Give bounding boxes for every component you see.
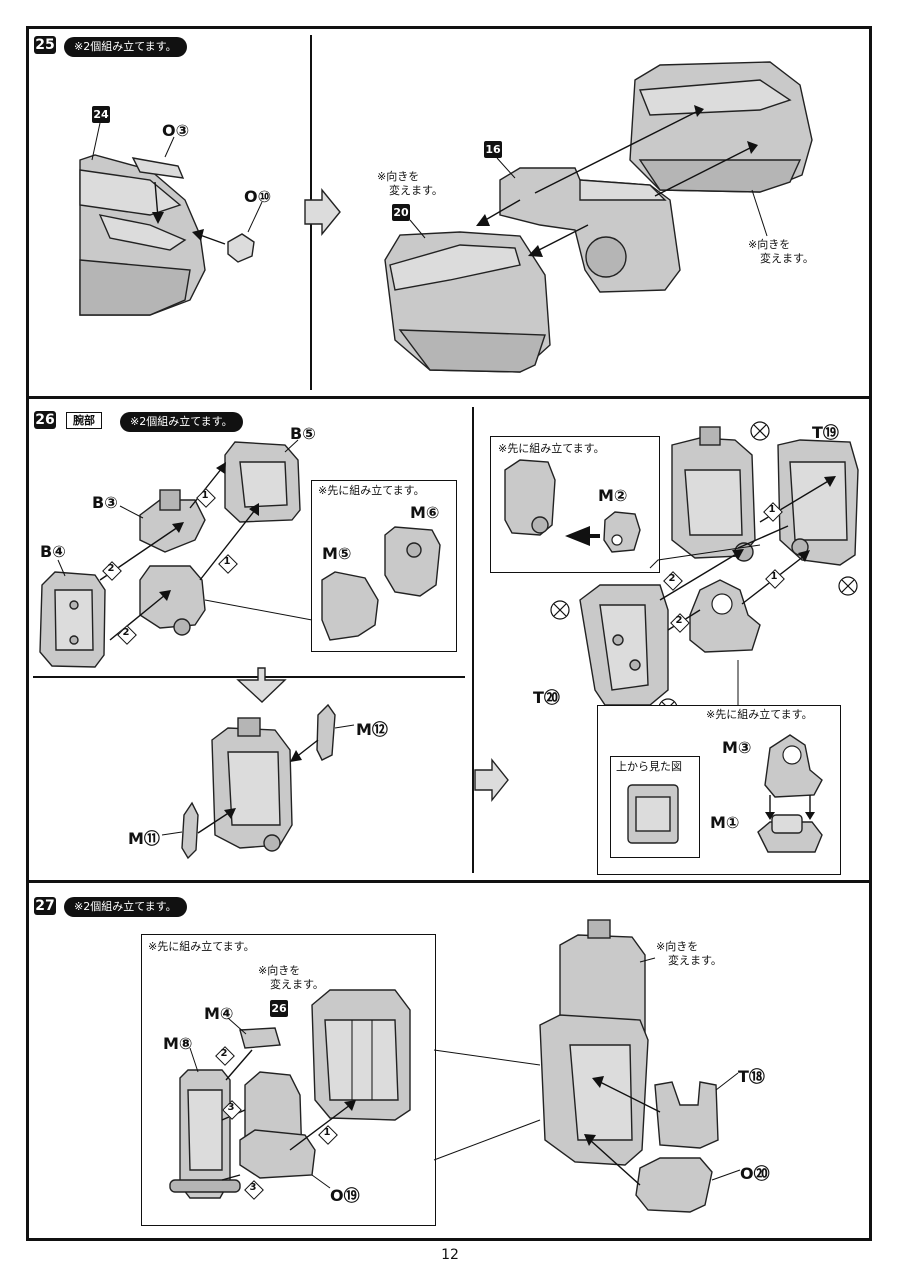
section-tag: 腕部 bbox=[66, 412, 102, 429]
part-label-o10: O⑩ bbox=[244, 187, 272, 206]
order-mark-number: 1 bbox=[201, 490, 209, 501]
order-mark-number: 2 bbox=[675, 615, 683, 626]
step27-illustration bbox=[169, 919, 741, 1213]
order-mark-number: 1 bbox=[770, 571, 778, 582]
part-label-m5: M⑤ bbox=[322, 544, 352, 563]
part-label-m8: M⑧ bbox=[163, 1034, 193, 1053]
order-mark-number: 2 bbox=[220, 1048, 228, 1059]
turn-note: ※向きを変えます。 bbox=[377, 170, 443, 197]
part-label-t19: T⑲ bbox=[812, 423, 839, 442]
turn-note: ※向きを変えます。 bbox=[258, 964, 324, 991]
part-label-t20: T⑳ bbox=[533, 688, 560, 707]
pre-assembly-note: ※先に組み立てます。 bbox=[148, 940, 255, 953]
page-frame bbox=[26, 26, 872, 1241]
part-ref-badge: 16 bbox=[484, 141, 502, 158]
part-ref-badge: 24 bbox=[92, 106, 110, 123]
part-label-b5: B⑤ bbox=[290, 424, 316, 443]
step-number: 26 bbox=[34, 411, 56, 429]
step-note: ※2個組み立てます。 bbox=[64, 37, 187, 57]
step25-left-illustration bbox=[79, 122, 341, 316]
part-label-b3: B③ bbox=[92, 493, 118, 512]
turn-note: ※向きを変えます。 bbox=[656, 940, 722, 967]
order-mark-number: 2 bbox=[668, 573, 676, 584]
part-label-o20: O⑳ bbox=[740, 1164, 770, 1183]
step-note: ※2個組み立てます。 bbox=[120, 412, 243, 432]
part-label-t18: T⑱ bbox=[738, 1067, 765, 1086]
divider-26-vertical bbox=[472, 407, 474, 873]
step25-right-illustration bbox=[384, 61, 813, 373]
order-mark-number: 1 bbox=[768, 504, 776, 515]
divider-26-27 bbox=[26, 880, 872, 883]
order-mark-number: 1 bbox=[323, 1127, 331, 1138]
page-number: 12 bbox=[441, 1247, 459, 1263]
step-note: ※2個組み立てます。 bbox=[64, 897, 187, 917]
order-mark-number: 1 bbox=[223, 556, 231, 567]
step-number: 27 bbox=[34, 897, 56, 915]
pre-assembly-note: ※先に組み立てます。 bbox=[706, 708, 813, 721]
part-label-o3: O③ bbox=[162, 121, 190, 140]
part-label-o19: O⑲ bbox=[330, 1186, 360, 1205]
part-ref-badge: 20 bbox=[392, 204, 410, 221]
turn-note: ※向きを変えます。 bbox=[748, 238, 814, 265]
pre-assembly-note: ※先に組み立てます。 bbox=[318, 484, 425, 497]
divider-26-left-horizontal bbox=[33, 676, 465, 678]
part-label-m6: M⑥ bbox=[410, 503, 440, 522]
part-label-m3: M③ bbox=[722, 738, 752, 757]
part-label-m1: M① bbox=[710, 813, 740, 832]
order-mark-number: 3 bbox=[227, 1102, 235, 1113]
divider-25-26 bbox=[26, 396, 872, 399]
part-label-m4: M④ bbox=[204, 1004, 234, 1023]
part-label-m11: M⑪ bbox=[128, 829, 160, 848]
top-view-label: 上から見た図 bbox=[616, 760, 682, 773]
step-number: 25 bbox=[34, 36, 56, 54]
step26-left-illustration bbox=[39, 439, 441, 860]
pre-assembly-note: ※先に組み立てます。 bbox=[498, 442, 605, 455]
order-mark-number: 2 bbox=[107, 563, 115, 574]
order-mark-number: 3 bbox=[249, 1182, 257, 1193]
part-label-m12: M⑫ bbox=[356, 720, 388, 739]
part-label-m2: M② bbox=[598, 486, 628, 505]
order-mark-number: 2 bbox=[122, 627, 130, 638]
part-label-b4: B④ bbox=[40, 542, 66, 561]
part-ref-badge: 26 bbox=[270, 1000, 288, 1017]
step26-subassembly-illustration bbox=[627, 734, 823, 853]
